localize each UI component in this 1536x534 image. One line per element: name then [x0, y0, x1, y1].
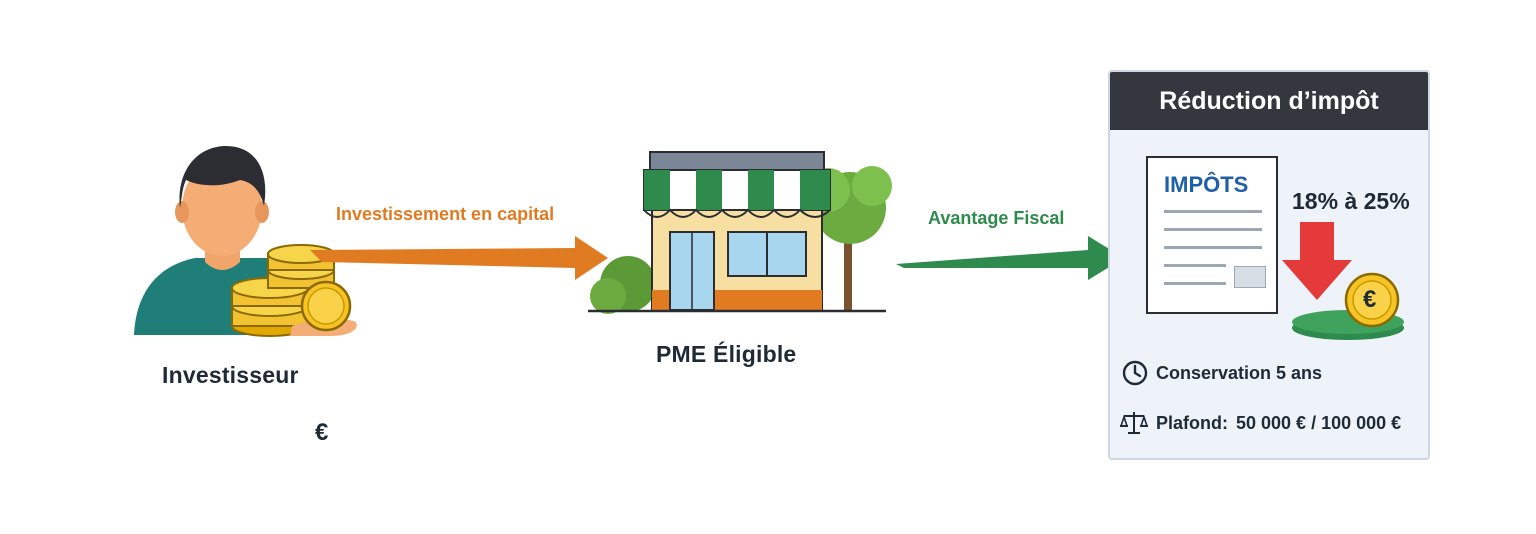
tax-arrow [896, 236, 1124, 280]
down-arrow-icon [1282, 222, 1352, 300]
investor-coin-stack [231, 244, 357, 337]
info-row-conservation: Conservation 5 ans [1122, 360, 1322, 386]
plafond-label: Plafond: [1156, 412, 1228, 433]
plafond-value: 50 000 € / 100 000 € [1236, 412, 1402, 433]
tax-flow-label: Avantage Fiscal [928, 208, 1065, 228]
panel-coin-symbol: € [1363, 286, 1377, 313]
conservation-text: Conservation 5 ans [1156, 362, 1323, 383]
info-row-plafond: Plafond: 50 000 € / 100 000 € [1120, 410, 1401, 436]
investor-label: Investisseur [162, 362, 299, 388]
company-label: PME Éligible [656, 341, 797, 367]
tax-document: IMPÔTS [1146, 156, 1278, 314]
capital-flow-label: Investissement en capital [336, 204, 555, 224]
scale-icon [1120, 412, 1148, 434]
company-illustration [588, 151, 892, 314]
rate-to: 25% [1363, 188, 1410, 214]
rate-word: à [1344, 188, 1358, 214]
capital-arrow [310, 236, 608, 280]
clock-icon [1122, 360, 1148, 386]
coin-on-base-icon [1292, 272, 1404, 340]
tax-document-title: IMPÔTS [1164, 172, 1249, 197]
investor-illustration [134, 146, 357, 337]
rate-from: 18% [1292, 188, 1339, 214]
investor-group: € Investisseur [120, 130, 380, 446]
panel-title: Réduction d’impôt [1110, 72, 1428, 130]
investor-coin-symbol: € [315, 419, 329, 446]
investor-hair [179, 146, 266, 208]
rate-range: 18% à 25% [1292, 188, 1410, 215]
tax-reduction-panel: Réduction d’impôt IMPÔTS 18% à 25% € Con… [1108, 70, 1430, 460]
